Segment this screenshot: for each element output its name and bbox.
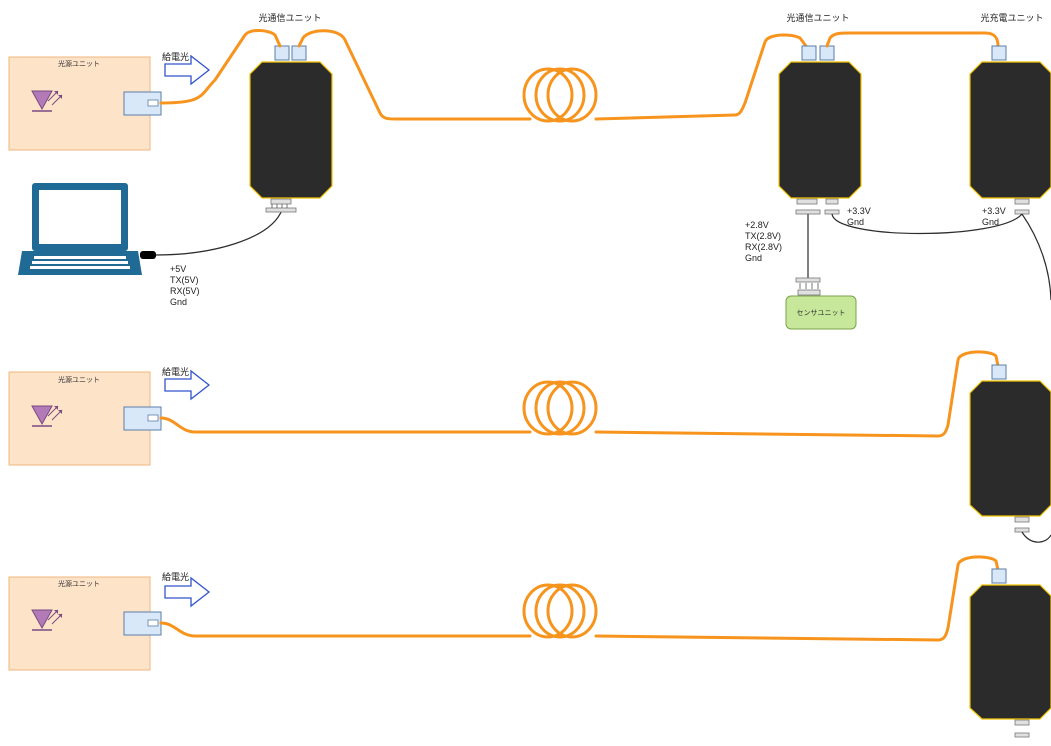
source-unit-2: 光源ユニット	[8, 371, 162, 466]
usb-plug-icon	[140, 251, 156, 259]
laptop-icon	[18, 183, 142, 275]
fiber-comm-left-out	[297, 29, 532, 121]
svg-text:+5V: +5V	[170, 264, 186, 274]
svg-text:TX(5V): TX(5V)	[170, 275, 199, 285]
svg-text:+3.3V: +3.3V	[982, 206, 1006, 216]
comm-unit-right-label: 光通信ユニット	[786, 12, 849, 23]
svg-text:+2.8V: +2.8V	[745, 220, 769, 230]
source-unit-1: 光源ユニット	[8, 56, 162, 151]
svg-text:RX(2.8V): RX(2.8V)	[745, 242, 782, 252]
charge-unit-3	[969, 568, 1051, 738]
comm-unit-left	[249, 45, 333, 213]
pc-signal-labels: +5V TX(5V) RX(5V) Gnd	[170, 264, 200, 307]
charge-unit-1	[969, 45, 1051, 215]
arrow-right-icon	[164, 577, 210, 607]
power-light-label-2: 給電光	[162, 366, 189, 377]
svg-text:+3.3V: +3.3V	[847, 206, 871, 216]
source-unit-2-label: 光源ユニット	[58, 375, 100, 384]
power-wire-comm-charge	[831, 213, 1023, 235]
fiber-comm-to-charge	[825, 31, 1000, 48]
source-unit-3: 光源ユニット	[8, 576, 162, 671]
charge-power-labels: +3.3V Gnd	[982, 206, 1006, 227]
fiber-source1-to-comm	[159, 29, 282, 105]
fiber-row2-right	[594, 350, 1000, 438]
power-light-label-1: 給電光	[162, 51, 189, 62]
svg-text:Gnd: Gnd	[847, 217, 864, 227]
fiber-coil-icon	[522, 380, 598, 436]
svg-text:Gnd: Gnd	[170, 297, 187, 307]
sensor-unit: センサユニット	[785, 295, 857, 330]
fiber-row3-right	[594, 555, 1000, 642]
source-unit-1-label: 光源ユニット	[58, 59, 100, 68]
source-unit-3-label: 光源ユニット	[58, 579, 100, 588]
sensor-signal-labels: +2.8V TX(2.8V) RX(2.8V) Gnd	[745, 220, 782, 263]
usb-cable	[155, 209, 283, 256]
comm-unit-left-label: 光通信ユニット	[258, 12, 321, 23]
power-wire-charge-out	[1021, 213, 1051, 301]
svg-text:RX(5V): RX(5V)	[170, 286, 200, 296]
fiber-coil-icon	[522, 67, 598, 123]
charge-unit-label: 光充電ユニット	[980, 12, 1043, 23]
svg-text:Gnd: Gnd	[745, 253, 762, 263]
svg-text:Gnd: Gnd	[982, 217, 999, 227]
comm-power-labels: +3.3V Gnd	[847, 206, 871, 227]
charge-unit-2	[969, 364, 1051, 533]
fiber-to-comm-right	[594, 33, 808, 121]
svg-text:TX(2.8V): TX(2.8V)	[745, 231, 781, 241]
fiber-row2-left	[159, 416, 532, 434]
power-light-label-3: 給電光	[162, 571, 189, 582]
sensor-unit-label: センサユニット	[797, 309, 846, 317]
comm-unit-right	[778, 45, 862, 215]
fiber-coil-icon	[522, 583, 598, 639]
fiber-row3-left	[159, 621, 532, 638]
